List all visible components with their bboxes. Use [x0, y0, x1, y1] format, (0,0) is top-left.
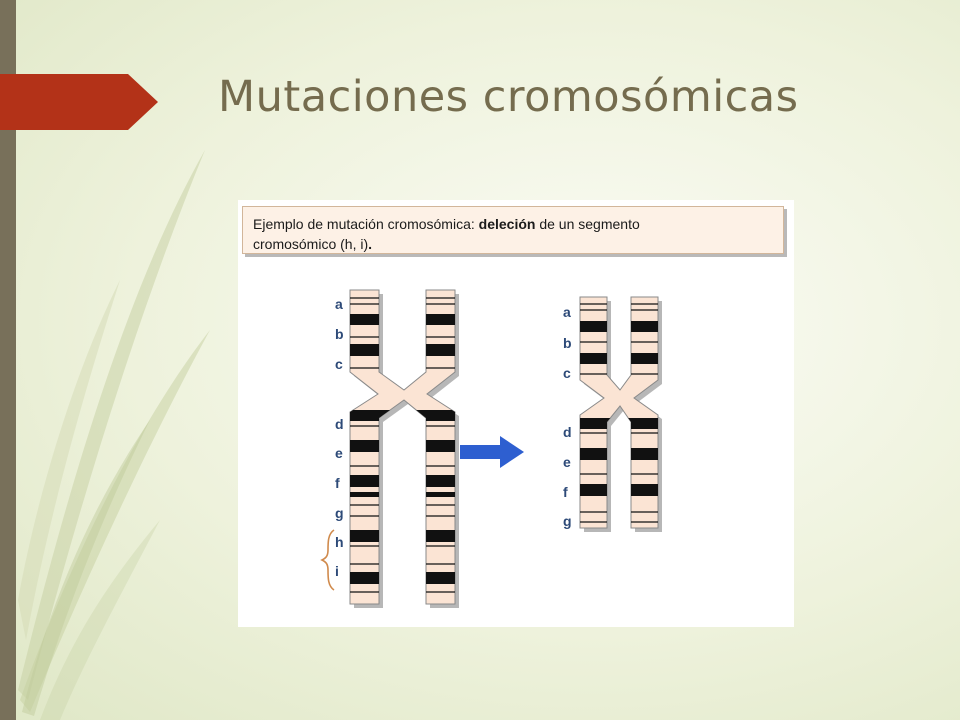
mutated-band-label-b: b — [563, 335, 572, 351]
chromosome-figure: Ejemplo de mutación cromosómica: deleció… — [238, 200, 794, 627]
caption-bold: deleción — [478, 216, 536, 232]
title-tab-shape — [0, 74, 158, 130]
mutated-band-label-c: c — [563, 365, 571, 381]
right-arrow-icon — [460, 436, 524, 468]
left-sidebar-bar — [0, 0, 16, 720]
original-band-label-f: f — [335, 475, 340, 491]
slide-title: Mutaciones cromosómicas — [218, 72, 799, 122]
caption-line2-end: . — [368, 236, 373, 252]
mutated-band-label-a: a — [563, 304, 571, 320]
original-band-label-c: c — [335, 356, 343, 372]
deletion-brace-icon — [320, 529, 335, 591]
original-band-label-e: e — [335, 445, 343, 461]
original-chromosome — [349, 289, 459, 608]
caption-line2: cromosómico (h, i) — [253, 236, 369, 252]
caption-box: Ejemplo de mutación cromosómica: deleció… — [242, 206, 784, 254]
caption-suffix: de un segmento — [535, 216, 640, 232]
original-band-label-d: d — [335, 416, 344, 432]
mutated-chromosome — [579, 296, 662, 532]
original-band-label-g: g — [335, 505, 344, 521]
caption-text: Ejemplo de mutación cromosómica: deleció… — [253, 214, 640, 254]
mutated-band-label-g: g — [563, 513, 572, 529]
original-band-label-a: a — [335, 296, 343, 312]
mutated-band-label-f: f — [563, 484, 568, 500]
original-band-label-i: i — [335, 563, 339, 579]
caption-prefix: Ejemplo de mutación cromosómica: — [253, 216, 479, 232]
mutated-band-label-d: d — [563, 424, 572, 440]
mutated-band-label-e: e — [563, 454, 571, 470]
original-band-label-h: h — [335, 534, 344, 550]
original-band-label-b: b — [335, 326, 344, 342]
